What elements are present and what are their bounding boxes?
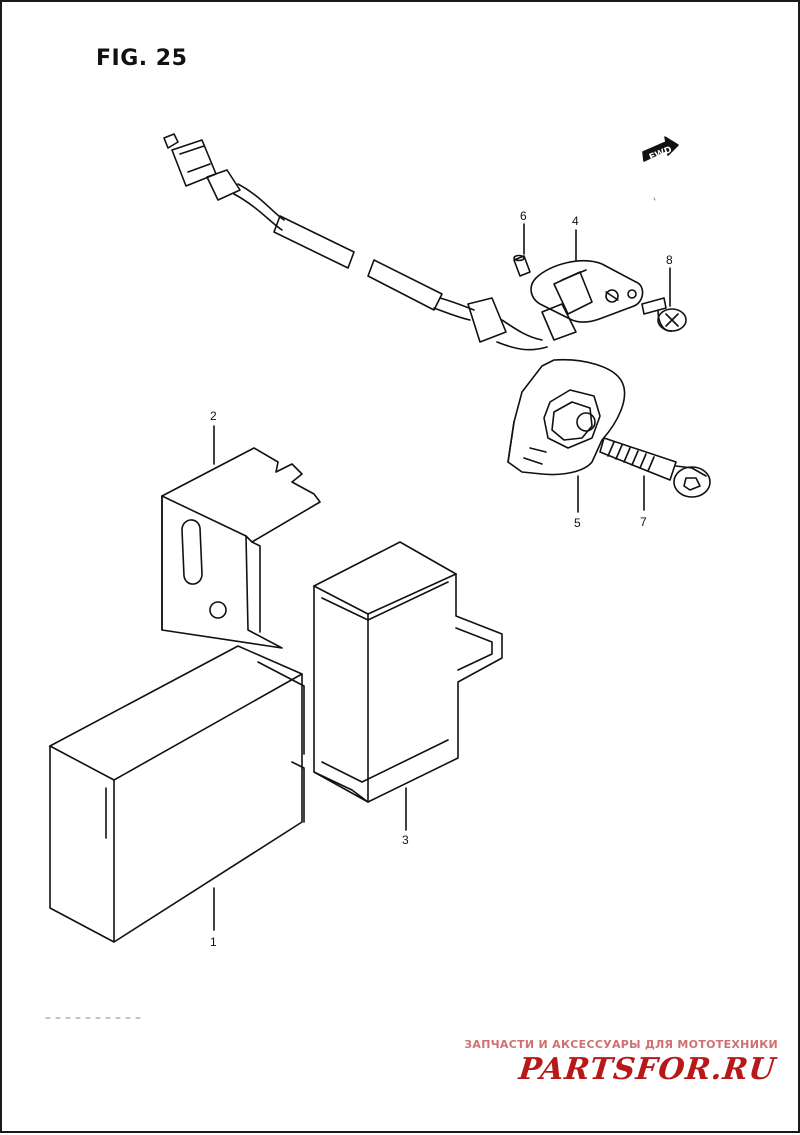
part-1-ignitor-unit xyxy=(49,645,305,943)
callout-label-7: 7 xyxy=(640,515,647,529)
part-4-pickup-coil xyxy=(530,260,644,341)
watermark-logo: PARTSFOR.RU xyxy=(517,1052,778,1087)
part-5-rotor-plate xyxy=(507,358,626,476)
watermark-tagline: ЗАПЧАСТИ И АКСЕССУАРЫ ДЛЯ МОТОТЕХНИКИ xyxy=(464,1038,778,1051)
callout-4: 4 xyxy=(572,214,579,261)
callout-5: 5 xyxy=(574,475,581,530)
scan-marks xyxy=(45,197,656,1019)
callout-7: 7 xyxy=(640,475,647,529)
callout-label-4: 4 xyxy=(572,214,579,228)
callout-2: 2 xyxy=(210,409,217,465)
callout-label-2: 2 xyxy=(210,409,217,423)
callout-label-5: 5 xyxy=(574,516,581,530)
part-3-rubber-cover xyxy=(313,541,503,803)
callout-1: 1 xyxy=(210,887,217,949)
part-7-bolt xyxy=(599,437,711,498)
callout-label-8: 8 xyxy=(666,253,673,267)
callout-label-3: 3 xyxy=(402,833,409,847)
callout-8: 8 xyxy=(666,253,673,307)
part-2-bracket xyxy=(161,447,321,649)
callout-3: 3 xyxy=(402,787,409,847)
wire-harness-connector xyxy=(163,133,548,351)
callout-6: 6 xyxy=(520,209,527,255)
callout-label-1: 1 xyxy=(210,935,217,949)
fwd-arrow-icon: FWD xyxy=(642,136,679,163)
callout-label-6: 6 xyxy=(520,209,527,223)
figure-title: FIG. 25 xyxy=(96,46,188,71)
part-6-dowel-pin xyxy=(513,254,531,277)
part-8-screw xyxy=(641,297,687,332)
